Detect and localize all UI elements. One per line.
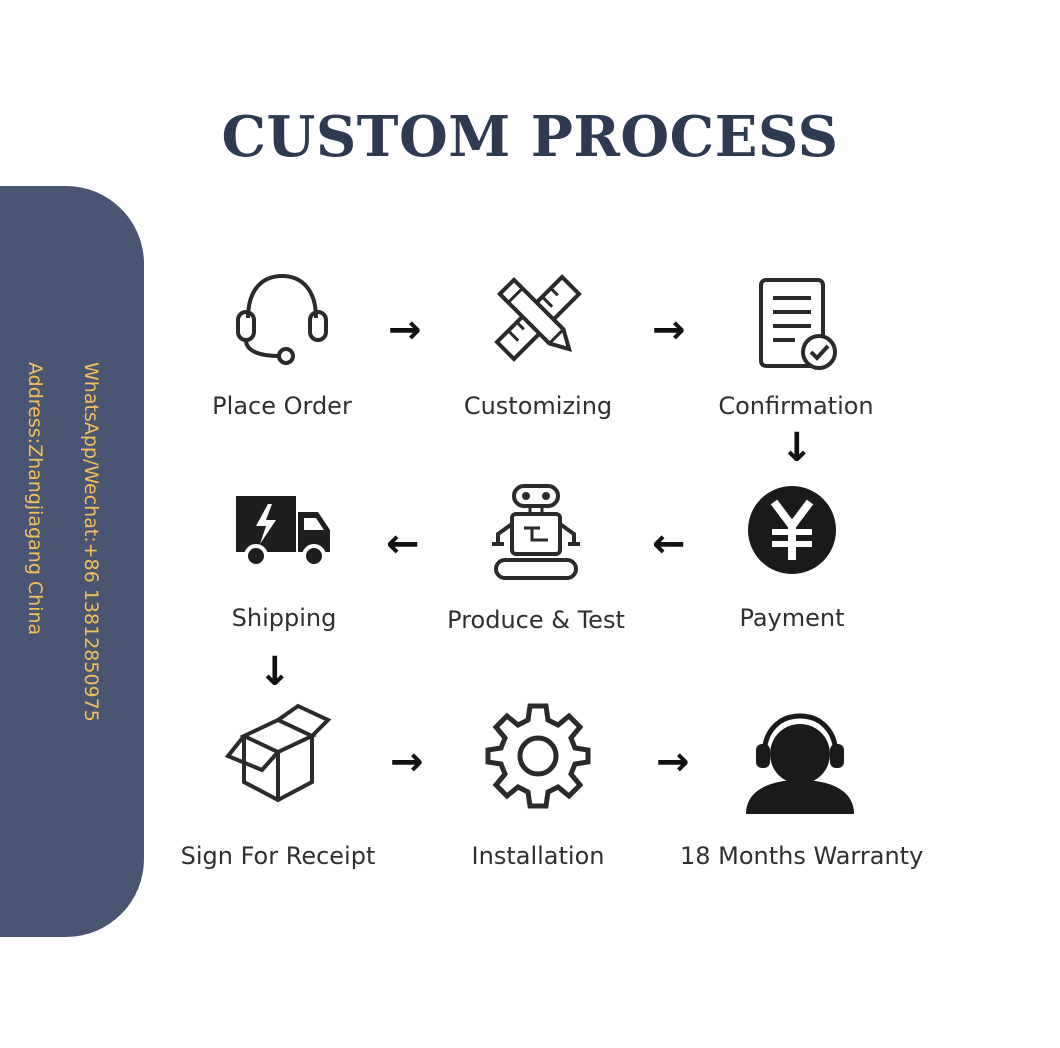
contact-address: Address:Zhangjiagang China	[24, 362, 46, 636]
headset-icon	[236, 273, 328, 365]
step-label: Confirmation	[718, 392, 874, 420]
gear-icon	[485, 703, 591, 809]
step-label: 18 Months Warranty	[680, 842, 924, 870]
arrow-left-icon: ←	[386, 521, 420, 567]
document-check-icon	[759, 278, 837, 370]
step-label: Produce & Test	[447, 606, 625, 634]
arrow-left-icon: ←	[652, 521, 686, 567]
arrow-right-icon: →	[656, 739, 690, 785]
step-label: Installation	[471, 842, 605, 870]
page-title: CUSTOM PROCESS	[221, 104, 839, 170]
open-box-icon	[224, 703, 332, 803]
ruler-pencil-icon	[494, 274, 582, 362]
arrow-down-icon: ↓	[258, 649, 292, 695]
arrow-down-icon: ↓	[780, 425, 814, 471]
arrow-right-icon: →	[652, 307, 686, 353]
step-label: Shipping	[231, 604, 337, 632]
step-label: Customizing	[463, 392, 613, 420]
step-label: Sign For Receipt	[180, 842, 376, 870]
arrow-right-icon: →	[388, 307, 422, 353]
step-label: Payment	[739, 604, 845, 632]
delivery-truck-icon	[236, 496, 330, 568]
contact-sidebar	[0, 186, 144, 937]
yen-coin-icon	[748, 486, 836, 574]
step-label: Place Order	[212, 392, 352, 420]
support-agent-icon	[746, 713, 854, 814]
robot-icon	[492, 484, 580, 580]
contact-phone: WhatsApp/Wechat:+86 13812850975	[80, 362, 102, 722]
arrow-right-icon: →	[390, 739, 424, 785]
